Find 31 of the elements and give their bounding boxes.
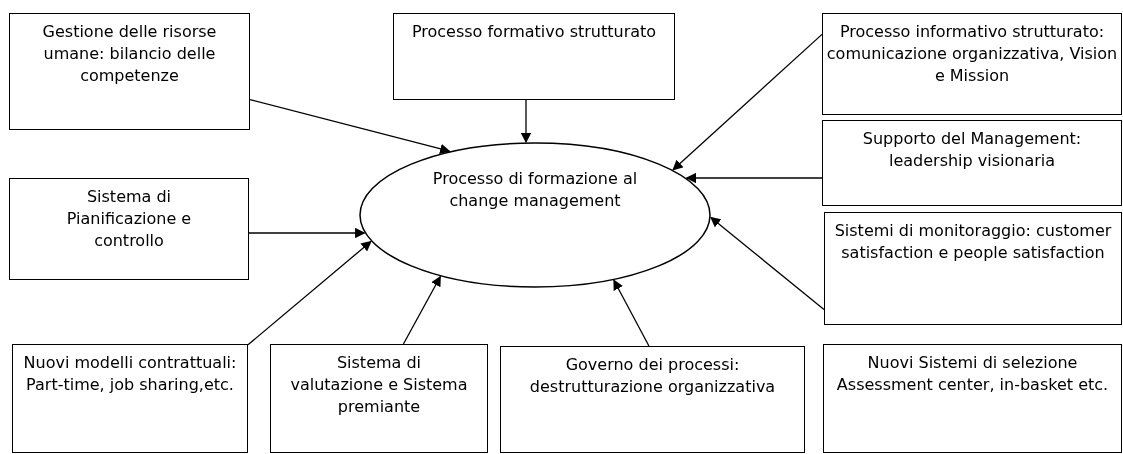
node-text: Processo di formazione al change management (431, 168, 639, 212)
node-text: Sistemi di monitoraggio: customer satisfaction e people satisfaction (833, 220, 1113, 264)
node-text: Nuovi Sistemi di selezione Assessment center, in-basket etc. (835, 352, 1110, 396)
arrow (710, 216, 825, 311)
process-box (500, 346, 805, 453)
process-box (270, 344, 488, 453)
arrow (613, 279, 650, 347)
arrow (249, 98, 451, 154)
process-box (9, 178, 249, 280)
process-box (393, 13, 675, 100)
node-text: Processo informativo strutturato: comunicazione organizzativa, Vision e Mission (825, 21, 1119, 87)
node-text: Gestione delle risorse umane: bilancio delle competenze (41, 21, 218, 87)
node-text: Nuovi modelli contrattuali: Part-time, job sharing,etc. (22, 352, 238, 396)
process-box (823, 344, 1122, 453)
node-text: Processo formativo strutturato (410, 21, 658, 43)
process-ellipse (359, 142, 711, 288)
node-text: Sistema di valutazione e Sistema premiante (289, 352, 469, 418)
process-box (12, 344, 248, 453)
arrow (248, 227, 366, 239)
process-box (822, 13, 1122, 115)
node-text: Supporto del Management: leadership visionaria (861, 128, 1083, 172)
arrow (520, 99, 532, 144)
arrow (402, 275, 441, 345)
node-text: Sistema di Pianificazione e controllo (65, 186, 193, 252)
node-text: Governo dei processi: destrutturazione organizzativa (528, 354, 777, 398)
process-box (822, 120, 1122, 206)
arrow (685, 172, 823, 184)
process-box (824, 212, 1122, 325)
arrow (672, 33, 823, 171)
process-box (9, 13, 250, 130)
arrow (247, 240, 372, 346)
